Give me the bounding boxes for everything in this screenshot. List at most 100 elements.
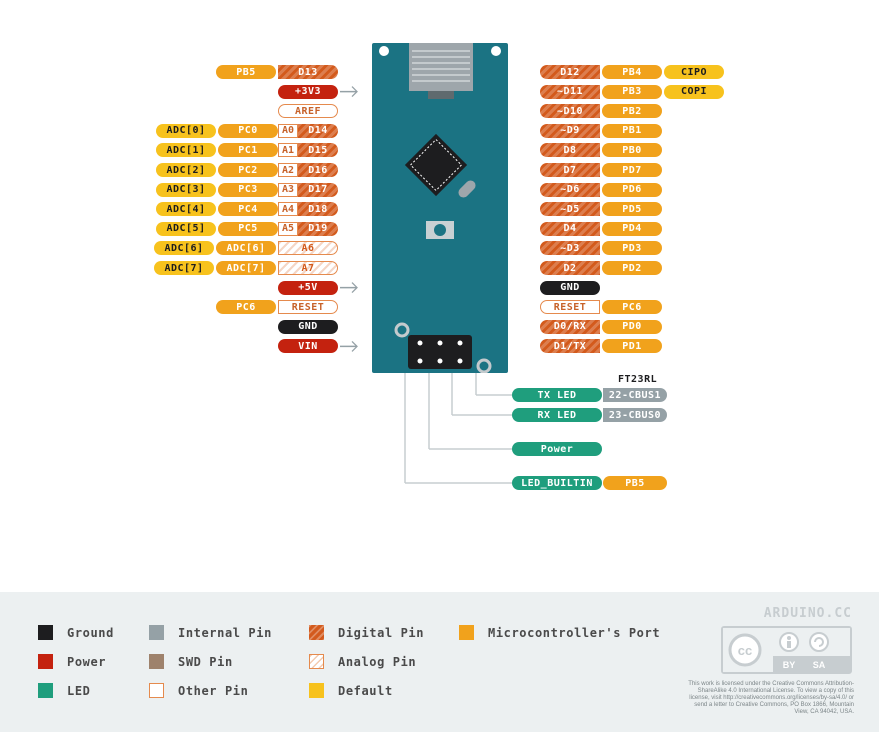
right-pin-3-label-1: PB1: [602, 123, 662, 138]
left-pin-6-label-1: A3: [278, 182, 298, 197]
left-pin-7-label-0: D18: [298, 202, 338, 217]
left-pin-4-label-2: PC1: [218, 143, 278, 158]
right-pin-1-label-0: ~D11: [540, 84, 600, 99]
legend-text: Analog Pin: [338, 654, 417, 669]
left-pin-3-label-2: PC0: [218, 123, 278, 138]
right-pin-0-label-1: PB4: [602, 65, 662, 79]
left-pin-2-label-0: AREF: [278, 104, 338, 119]
legend-text: Microcontroller's Port: [488, 625, 661, 640]
legend-swatch: [149, 683, 164, 698]
led-label-0: TX LED: [512, 388, 602, 402]
legend-item-digital-pin: Digital Pin: [309, 625, 424, 640]
right-pin-6-label-0: ~D6: [540, 182, 600, 197]
legend-item-power: Power: [38, 654, 106, 669]
svg-text:SA: SA: [813, 660, 826, 670]
led-extra-0: 22-CBUS1: [603, 388, 667, 402]
left-pin-6-label-3: ADC[3]: [156, 182, 216, 197]
legend-item-ground: Ground: [38, 625, 114, 640]
right-pin-11-label-0: GND: [540, 280, 600, 295]
left-pin-9-label-0: A6: [278, 241, 338, 256]
legend-swatch: [309, 683, 324, 698]
right-pin-12-label-1: PC6: [602, 300, 662, 315]
legend-text: Power: [67, 654, 107, 669]
legend-text: Digital Pin: [338, 625, 425, 640]
legend-text: Other Pin: [178, 683, 249, 698]
right-pin-0-label-2: CIPO: [664, 65, 724, 79]
right-pin-2-label-1: PB2: [602, 104, 662, 119]
left-pin-13-label-0: GND: [278, 319, 338, 334]
cc-by-sa-badge: cc BY SA: [721, 626, 852, 674]
left-pin-9-label-1: ADC[6]: [216, 241, 276, 256]
legend-swatch: [38, 654, 53, 669]
left-pin-9-label-2: ADC[6]: [154, 241, 214, 256]
left-pin-5-label-2: PC2: [218, 163, 278, 177]
board-artwork: [379, 43, 501, 373]
left-pin-7-label-1: A4: [278, 202, 298, 217]
legend-swatch: [309, 625, 324, 640]
ft23rl-label: FT23RL: [618, 374, 658, 385]
right-pin-1-label-2: COPI: [664, 84, 724, 99]
legend-item-swd-pin: SWD Pin: [149, 654, 233, 669]
right-pin-12-label-0: RESET: [540, 300, 600, 315]
legend-item-microcontroller-s-port: Microcontroller's Port: [459, 625, 660, 640]
legend-text: Internal Pin: [178, 625, 272, 640]
legend-item-internal-pin: Internal Pin: [149, 625, 272, 640]
right-pin-10-label-0: D2: [540, 261, 600, 275]
right-pin-8-label-0: D4: [540, 221, 600, 236]
left-pin-5-label-1: A2: [278, 163, 298, 177]
left-pin-1-label-0: +3V3: [278, 84, 338, 99]
led-label-3: LED_BUILTIN: [512, 476, 602, 490]
right-pin-14-label-1: PD1: [602, 339, 662, 354]
right-pin-5-label-0: D7: [540, 163, 600, 177]
left-pin-8-label-1: A5: [278, 221, 298, 236]
left-pin-4-label-0: D15: [298, 143, 338, 158]
legend-swatch: [309, 654, 324, 669]
left-pin-7-label-2: PC4: [218, 202, 278, 217]
left-pin-6-label-0: D17: [298, 182, 338, 197]
right-pin-4-label-1: PB0: [602, 143, 662, 158]
legend-text: Ground: [67, 625, 114, 640]
legend-text: SWD Pin: [178, 654, 233, 669]
left-pin-8-label-3: ADC[5]: [156, 221, 216, 236]
legend-item-analog-pin: Analog Pin: [309, 654, 416, 669]
left-pin-0-label-1: PB5: [216, 65, 276, 79]
led-extra-1: 23-CBUS0: [603, 408, 667, 422]
right-pin-7-label-1: PD5: [602, 202, 662, 217]
left-pin-0-label-0: D13: [278, 65, 338, 79]
right-pin-3-label-0: ~D9: [540, 123, 600, 138]
left-pin-12-label-0: RESET: [278, 300, 338, 315]
legend-item-other-pin: Other Pin: [149, 683, 248, 698]
left-pin-6-label-2: PC3: [218, 182, 278, 197]
right-pin-2-label-0: ~D10: [540, 104, 600, 119]
left-pin-10-label-0: A7: [278, 261, 338, 275]
led-extra-3: PB5: [603, 476, 667, 490]
right-pin-13-label-1: PD0: [602, 319, 662, 334]
left-pin-12-label-1: PC6: [216, 300, 276, 315]
right-pin-7-label-0: ~D5: [540, 202, 600, 217]
left-pin-7-label-3: ADC[4]: [156, 202, 216, 217]
right-pin-14-label-0: D1/TX: [540, 339, 600, 354]
legend-swatch: [38, 683, 53, 698]
cc-icon: cc: [738, 643, 752, 658]
led-label-2: Power: [512, 442, 602, 456]
right-pin-6-label-1: PD6: [602, 182, 662, 197]
legend-text: Default: [338, 683, 393, 698]
left-pin-10-label-1: ADC[7]: [216, 261, 276, 275]
arduino-nano-board: [372, 43, 508, 373]
right-pin-10-label-1: PD2: [602, 261, 662, 275]
legend-swatch: [149, 654, 164, 669]
led-label-1: RX LED: [512, 408, 602, 422]
license-text: This work is licensed under the Creative…: [688, 681, 854, 715]
legend-panel: Ground Internal Pin Digital Pin Microcontro…: [0, 592, 879, 732]
left-pin-4-label-1: A1: [278, 143, 298, 158]
svg-text:BY: BY: [783, 660, 796, 670]
left-pin-4-label-3: ADC[1]: [156, 143, 216, 158]
right-pin-9-label-0: ~D3: [540, 241, 600, 256]
legend-swatch: [459, 625, 474, 640]
left-pin-8-label-2: PC5: [218, 221, 278, 236]
legend-item-led: LED: [38, 683, 90, 698]
left-pin-10-label-2: ADC[7]: [154, 261, 214, 275]
arduino-cc-brand: ARDUINO.CC: [763, 606, 852, 621]
legend-text: LED: [67, 683, 91, 698]
